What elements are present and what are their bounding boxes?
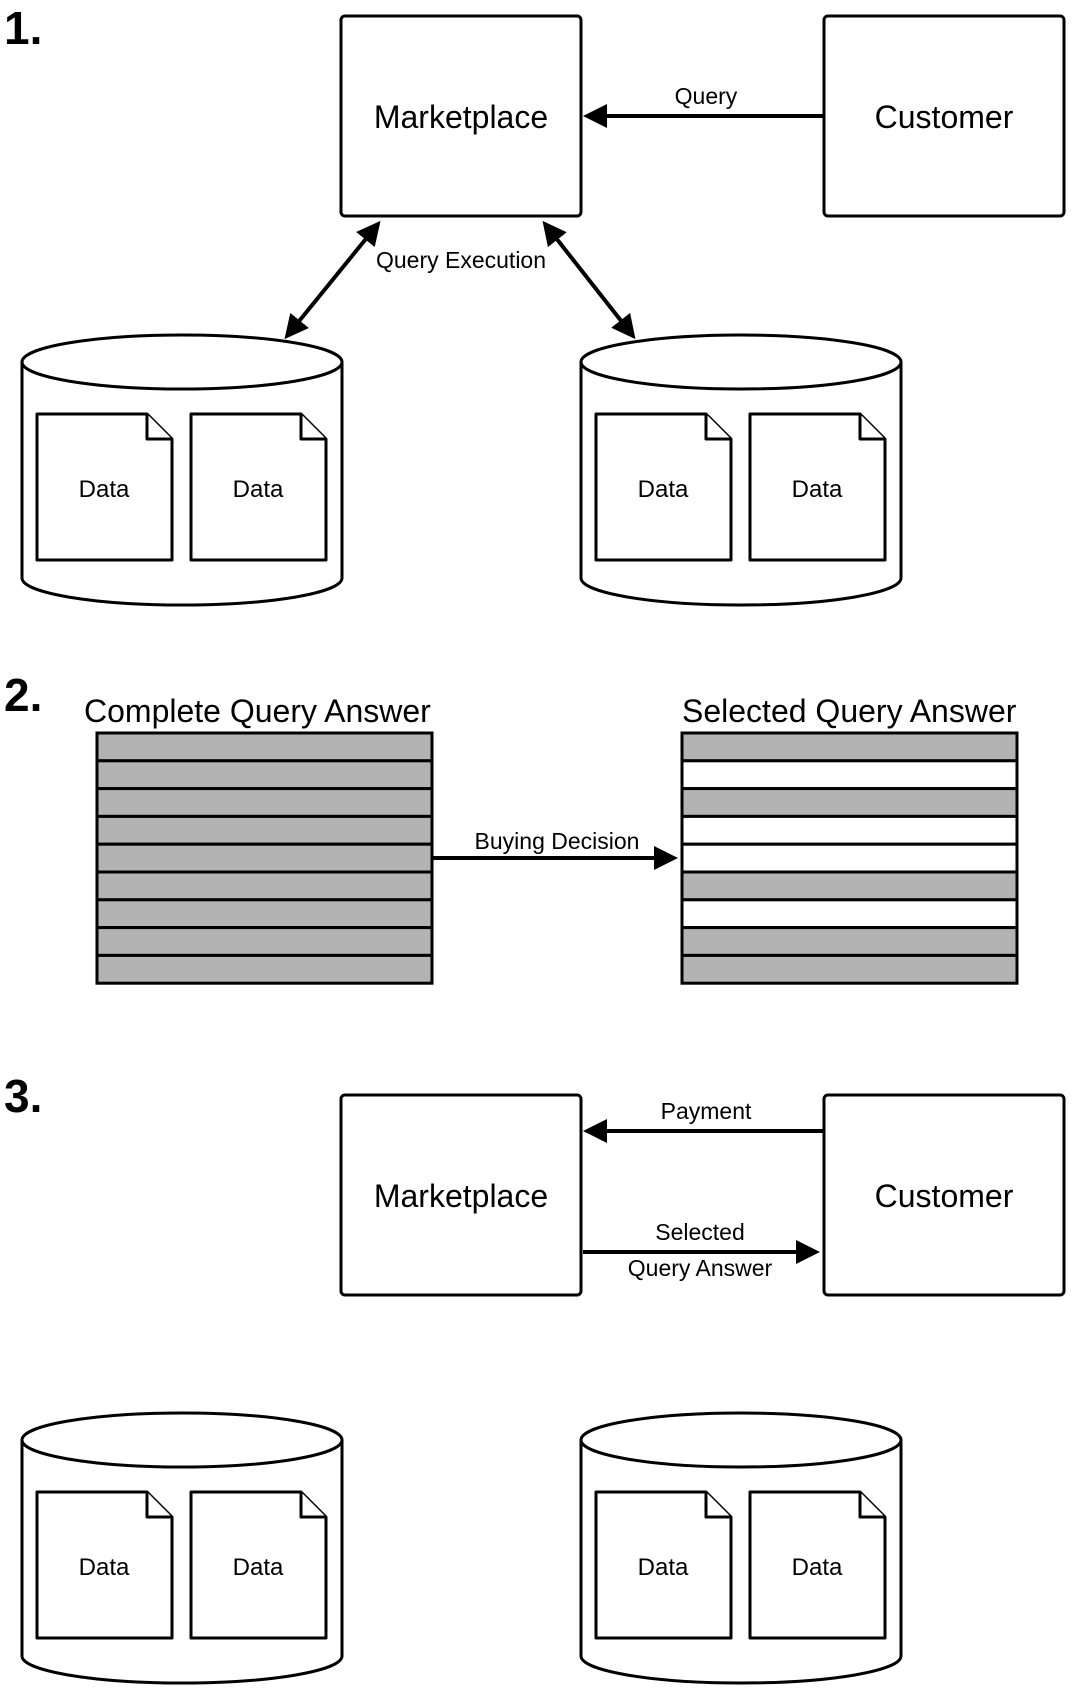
- marketplace-label: Marketplace: [374, 99, 548, 135]
- answer-row-selected: [95, 759, 434, 791]
- selected-query-answer-title: Selected Query Answer: [682, 693, 1017, 729]
- answer-row-selected: [95, 926, 434, 957]
- data-document-label: Data: [638, 1554, 689, 1581]
- answer-row-selected: [95, 814, 434, 846]
- data-document-icon: Data: [748, 412, 887, 562]
- payment-label: Payment: [661, 1098, 752, 1124]
- data-document-icon: Data: [35, 1490, 174, 1640]
- answer-row-selected: [95, 731, 434, 763]
- query-execution-arrow-left: [284, 220, 381, 340]
- query-execution-arrow-right: [542, 220, 636, 340]
- data-document-icon: Data: [594, 412, 733, 562]
- customer-label: Customer: [875, 99, 1014, 135]
- data-document-label: Data: [792, 1554, 843, 1581]
- answer-row-selected: [95, 842, 434, 874]
- buying-decision-label: Buying Decision: [475, 828, 640, 854]
- data-document-icon: Data: [189, 1490, 328, 1640]
- step-3-customer-box: Customer: [822, 1093, 1066, 1297]
- answer-row-selected: [680, 953, 1019, 985]
- answer-row-selected: [680, 731, 1019, 763]
- data-document-label: Data: [79, 476, 130, 503]
- data-document-label: Data: [79, 1554, 130, 1581]
- answer-row-selected: [95, 953, 434, 985]
- answer-row-empty: [680, 842, 1019, 874]
- answer-row-empty: [680, 814, 1019, 846]
- step-1-marketplace-box: Marketplace: [339, 14, 583, 218]
- data-document-label: Data: [233, 1554, 284, 1581]
- database-cylinder: Data Data: [20, 1411, 344, 1685]
- database-cylinder: Data Data: [579, 333, 903, 607]
- answer-row-selected: [95, 898, 434, 930]
- database-cylinder: Data Data: [20, 333, 344, 607]
- step-1-customer-box: Customer: [822, 14, 1066, 218]
- data-document-label: Data: [638, 476, 689, 503]
- step-2-number: 2.: [4, 669, 42, 721]
- selected-answer-label-line1: Selected: [655, 1219, 745, 1245]
- answer-row-selected: [680, 787, 1019, 818]
- selected-answer-label-line2: Query Answer: [628, 1255, 773, 1281]
- data-document-icon: Data: [594, 1490, 733, 1640]
- step-3-number: 3.: [4, 1070, 42, 1122]
- query-label: Query: [675, 83, 738, 109]
- answer-row-empty: [680, 898, 1019, 930]
- answer-row-selected: [95, 787, 434, 818]
- answer-row-selected: [95, 870, 434, 902]
- step-3-marketplace-box: Marketplace: [339, 1093, 583, 1297]
- selected-query-answer-table: [680, 731, 1019, 985]
- answer-row-empty: [680, 759, 1019, 791]
- step-1-number: 1.: [4, 2, 42, 54]
- database-cylinder: Data Data: [579, 1411, 903, 1685]
- answer-row-selected: [680, 926, 1019, 957]
- complete-query-answer-title: Complete Query Answer: [84, 693, 431, 729]
- marketplace-label: Marketplace: [374, 1178, 548, 1214]
- complete-query-answer-table: [95, 731, 434, 985]
- customer-label: Customer: [875, 1178, 1014, 1214]
- data-document-label: Data: [792, 476, 843, 503]
- data-document-icon: Data: [189, 412, 328, 562]
- query-execution-label: Query Execution: [376, 247, 546, 273]
- answer-row-selected: [680, 870, 1019, 902]
- data-document-icon: Data: [35, 412, 174, 562]
- data-document-label: Data: [233, 476, 284, 503]
- data-document-icon: Data: [748, 1490, 887, 1640]
